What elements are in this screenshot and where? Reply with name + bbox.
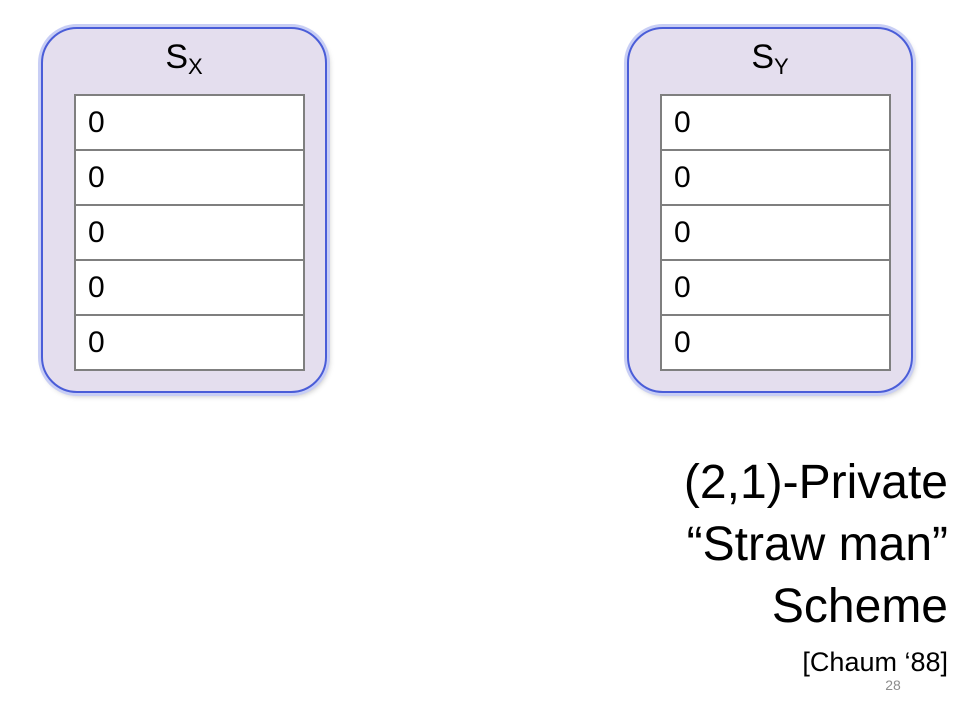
- database-cell: 0: [76, 96, 303, 151]
- database-cell: 0: [76, 151, 303, 206]
- database-cell: 0: [662, 96, 889, 151]
- database-cell: 0: [76, 261, 303, 316]
- server-y-label-sub: Y: [774, 54, 789, 79]
- server-y-label-main: S: [751, 38, 774, 76]
- scheme-title-line-1: (2,1)-Private: [683, 456, 948, 509]
- database-cell: 0: [76, 206, 303, 261]
- scheme-title-block: (2,1)-Private “Straw man” Scheme [Chaum …: [684, 452, 948, 680]
- database-cell: 0: [662, 261, 889, 316]
- server-y-database: 0 0 0 0 0: [660, 94, 891, 371]
- database-cell: 0: [662, 206, 889, 261]
- server-y-label: SY: [629, 37, 911, 87]
- server-x-database: 0 0 0 0 0: [74, 94, 305, 371]
- slide-number: 28: [885, 677, 901, 693]
- scheme-title-line-2: “Straw man”: [686, 518, 948, 571]
- scheme-citation: [Chaum ‘88]: [802, 647, 948, 677]
- database-cell: 0: [76, 316, 303, 371]
- server-x-label-main: S: [165, 38, 188, 76]
- database-cell: 0: [662, 316, 889, 371]
- server-y: SY 0 0 0 0 0: [627, 27, 913, 393]
- server-x: SX 0 0 0 0 0: [41, 27, 327, 393]
- server-x-label: SX: [43, 37, 325, 87]
- database-cell: 0: [662, 151, 889, 206]
- scheme-title-line-3: Scheme: [771, 580, 948, 633]
- server-x-label-sub: X: [188, 54, 203, 79]
